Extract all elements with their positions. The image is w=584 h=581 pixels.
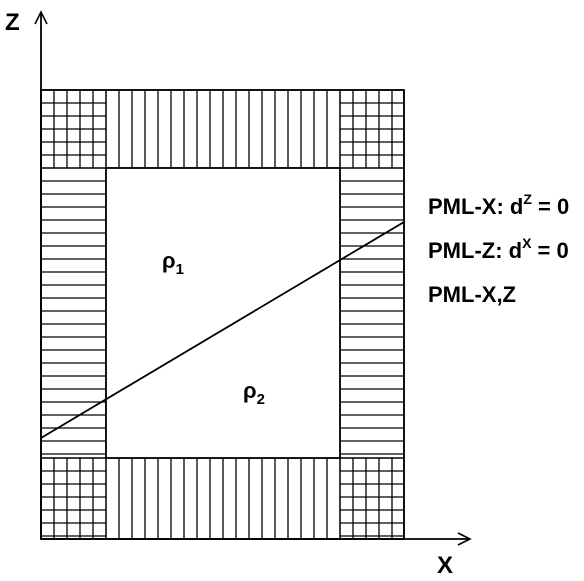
pml-xz-corner [40, 457, 107, 540]
inner-domain [105, 167, 341, 459]
rho-1-label: ρ1 [162, 248, 184, 278]
x-axis-arrowhead [457, 532, 472, 546]
rho-2-label: ρ2 [243, 378, 265, 408]
legend-pml-x: PML-X: dZ = 0 [428, 191, 569, 219]
legend-pml-xz: PML-X,Z [428, 282, 516, 307]
x-axis-label: X [437, 552, 453, 579]
legend-pml-z: PML-Z: dX = 0 [428, 235, 569, 263]
z-axis-label: Z [5, 9, 20, 36]
pml-xz-corner [339, 457, 405, 540]
interface-line [40, 221, 405, 439]
z-axis-arrowhead [34, 10, 48, 25]
